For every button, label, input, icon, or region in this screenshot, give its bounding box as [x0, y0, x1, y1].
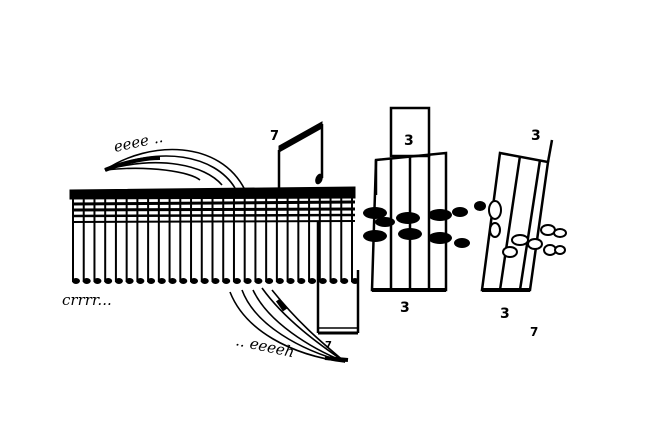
note-head — [275, 278, 284, 284]
left-vocal-text: crrrr... — [62, 291, 112, 309]
note-head — [93, 278, 102, 284]
note-head — [254, 278, 263, 284]
note-head — [329, 278, 338, 284]
top-vocal-text: eeee .. — [112, 128, 164, 156]
middle-footprints — [363, 207, 470, 248]
triplet-middle: 3 — [400, 300, 410, 316]
rest-bottom: 7 — [325, 340, 332, 351]
note-head — [168, 278, 177, 284]
note-head — [318, 278, 327, 284]
note-head — [125, 278, 134, 284]
rest-right: 7 — [530, 325, 538, 339]
note-head — [157, 278, 166, 284]
note-head — [286, 278, 295, 284]
note-head — [147, 278, 156, 284]
note-head — [200, 278, 209, 284]
note-head — [243, 278, 252, 284]
note-head — [72, 278, 80, 284]
note-head — [315, 173, 323, 185]
note-head — [232, 278, 241, 284]
note-head — [297, 278, 306, 284]
upper-note-pair — [277, 121, 324, 190]
note-head — [114, 278, 123, 284]
note-head — [104, 278, 113, 284]
triplet-right-top: 3 — [531, 128, 541, 144]
top-swoosh — [104, 148, 246, 191]
hanging-column — [316, 222, 360, 335]
note-head — [190, 278, 199, 284]
note-comb — [69, 186, 359, 284]
note-head — [222, 278, 231, 284]
note-head — [211, 278, 220, 284]
triplet-top: 3 — [404, 133, 414, 149]
triplet-right-bottom: 3 — [500, 306, 510, 322]
main-beam — [69, 186, 356, 200]
bottom-swoosh — [229, 287, 349, 363]
note-head — [179, 278, 188, 284]
right-footprints — [474, 200, 567, 258]
beam — [278, 121, 323, 153]
right-tuplet — [480, 139, 554, 292]
bottom-vocal-text: .. eeeeh — [234, 331, 296, 361]
note-head — [340, 278, 349, 284]
rest-top: 7 — [270, 129, 279, 144]
note-head — [136, 278, 145, 284]
note-head — [308, 278, 317, 284]
note-head — [82, 278, 91, 284]
note-head — [265, 278, 274, 284]
